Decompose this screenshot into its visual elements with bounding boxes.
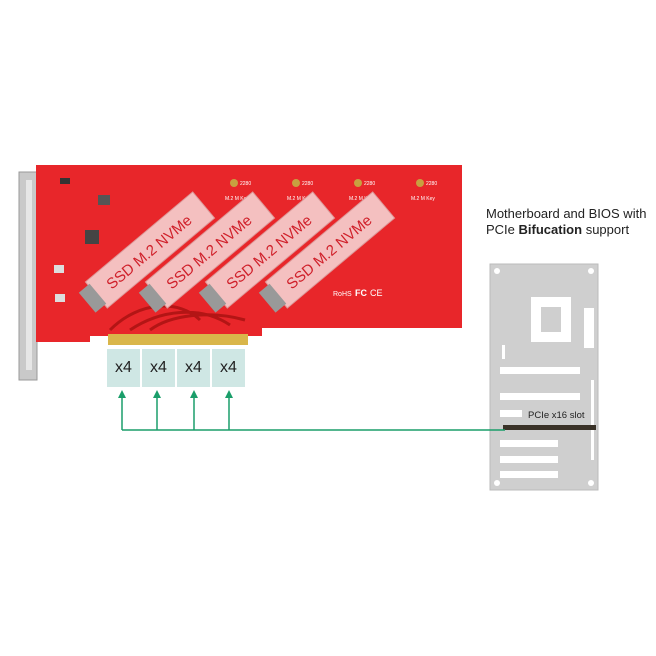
slot-key-label: M.2 M Key bbox=[225, 196, 249, 202]
arrow-up-icon bbox=[190, 390, 198, 398]
motherboard-caption: Motherboard and BIOS with PCIe Bifucatio… bbox=[486, 206, 647, 237]
arrow-up-icon bbox=[153, 390, 161, 398]
mount-hole bbox=[292, 179, 300, 187]
m2-connector bbox=[198, 283, 227, 313]
slot-key-label: M.2 M Key bbox=[349, 196, 373, 202]
arrow-up-icon bbox=[118, 390, 126, 398]
pci-bracket bbox=[18, 171, 38, 381]
lane-connectors bbox=[118, 390, 505, 431]
motherboard bbox=[489, 263, 599, 491]
svg-text:FC: FC bbox=[355, 288, 367, 298]
slot-key-label: M.2 M Key bbox=[287, 196, 311, 202]
length-label: 2280 bbox=[426, 181, 437, 187]
lane-label: x4 bbox=[142, 349, 175, 387]
length-label: 2280 bbox=[302, 181, 313, 187]
lane-label: x4 bbox=[212, 349, 245, 387]
certifications: RoHS bbox=[333, 291, 352, 298]
gold-finger-connector bbox=[108, 334, 248, 345]
m2-connector bbox=[78, 283, 107, 313]
length-label: 2280 bbox=[240, 181, 251, 187]
m2-connector bbox=[138, 283, 167, 313]
svg-text:CE: CE bbox=[370, 288, 383, 298]
slot-key-label: M.2 M Key bbox=[411, 196, 435, 202]
mount-hole bbox=[230, 179, 238, 187]
lane-label: x4 bbox=[107, 349, 140, 387]
arrow-up-icon bbox=[225, 390, 233, 398]
mount-hole bbox=[416, 179, 424, 187]
mount-hole bbox=[354, 179, 362, 187]
pcie-slot-label: PCIe x16 slot bbox=[528, 410, 585, 421]
lane-label: x4 bbox=[177, 349, 210, 387]
bifurcation-term: Bifucation bbox=[518, 222, 583, 237]
pcie-x16-slot bbox=[503, 425, 596, 430]
length-label: 2280 bbox=[364, 181, 375, 187]
m2-connector bbox=[258, 283, 287, 313]
